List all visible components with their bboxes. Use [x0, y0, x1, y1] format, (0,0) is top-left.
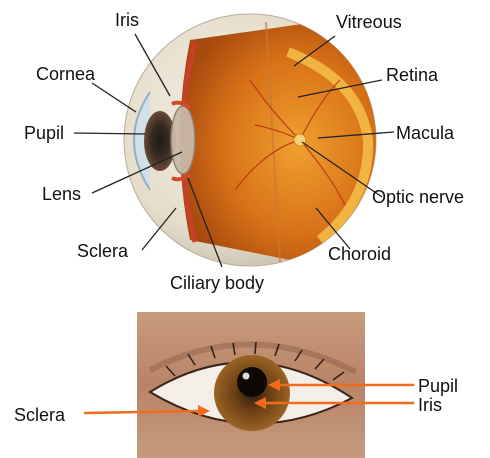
label-choroid: Choroid [328, 245, 391, 263]
label-macula: Macula [396, 124, 454, 142]
label-retina: Retina [386, 66, 438, 84]
label-iris: Iris [115, 11, 139, 29]
label-optic-nerve: Optic nerve [372, 188, 464, 206]
label-vitreous: Vitreous [336, 13, 402, 31]
label-sclera: Sclera [77, 242, 128, 260]
label-cornea: Cornea [36, 65, 95, 83]
photo-label-pupil: Pupil [418, 377, 458, 395]
label-ciliary-body: Ciliary body [170, 274, 264, 292]
label-pupil: Pupil [24, 124, 64, 142]
photo-label-sclera: Sclera [14, 406, 65, 424]
photo-label-iris: Iris [418, 396, 442, 414]
eyeball-cross-section [124, 14, 384, 266]
label-lens: Lens [42, 185, 81, 203]
